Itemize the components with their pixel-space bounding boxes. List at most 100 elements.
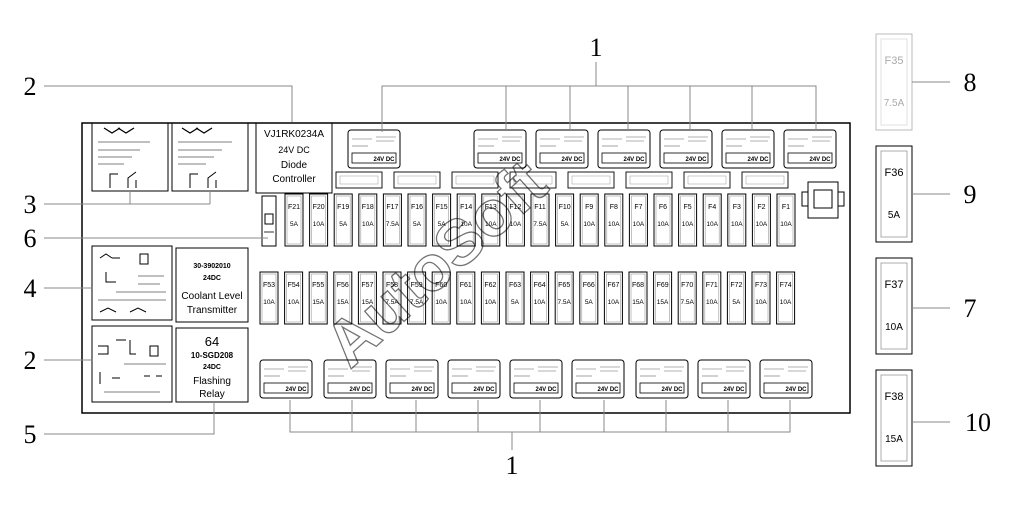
relay-label: 24V DC [809,157,831,163]
fuse-body [456,271,476,325]
relay[interactable]: 24V DC [571,359,625,399]
relay-label-box [639,382,685,394]
relay[interactable]: 24V DC [509,359,563,399]
fuse-body [456,193,476,247]
fuse-id: F64 [534,282,546,289]
relay-body [635,359,689,399]
relay[interactable]: 24V DC [721,129,775,169]
fuse-body [530,193,550,247]
relay[interactable]: 24V DC [783,129,837,169]
relay-label-box [477,152,523,164]
relay-body [571,359,625,399]
relay[interactable]: 24V DC [535,129,589,169]
relay[interactable]: 24V DC [347,129,401,169]
fuse-id: F66 [583,282,595,289]
top-fuse-label-strip [335,171,789,189]
relay-label-box [763,382,809,394]
fuse-body [480,271,500,325]
relay-body [473,129,527,169]
fuse-inner [729,273,744,323]
relay[interactable]: 24V DC [385,359,439,399]
relay[interactable]: 24V DC [659,129,713,169]
fuse-amp: 15A [657,299,669,306]
side-fuse-id: F37 [885,279,904,291]
fuse-amp: 10A [633,221,645,228]
side-fuse-body [875,33,913,131]
callout-right-7: 7 [964,294,977,323]
relay-label-box [539,152,585,164]
fuse-body [284,271,304,325]
relay[interactable]: 24V DC [323,359,377,399]
fuse-id: F9 [585,204,593,211]
relay[interactable]: 24V DC [597,129,651,169]
relay[interactable]: 24V DC [697,359,751,399]
relay[interactable]: 24V DC [259,359,313,399]
fuse-id: F59 [411,282,423,289]
side-fuse-body [875,257,913,355]
fuse-amp: 7.5A [533,221,547,228]
fuse-body [751,193,771,247]
relay[interactable]: 24V DC [635,359,689,399]
fuse-inner [655,273,670,323]
label-slot-inner [455,175,495,185]
side-fuse-inner [880,150,908,238]
side-fuse-id: F35 [885,55,904,67]
callout-left-2-bottom: 2 [24,346,37,375]
side-fuse-body [875,369,913,467]
label-slot [335,171,383,189]
fuse-inner [458,195,474,245]
fuse-amp: 10A [313,221,325,228]
relay[interactable]: 24V DC [759,359,813,399]
fuse-amp: 10A [657,221,669,228]
relay[interactable]: 24V DC [447,359,501,399]
relay[interactable]: 24V DC [473,129,527,169]
